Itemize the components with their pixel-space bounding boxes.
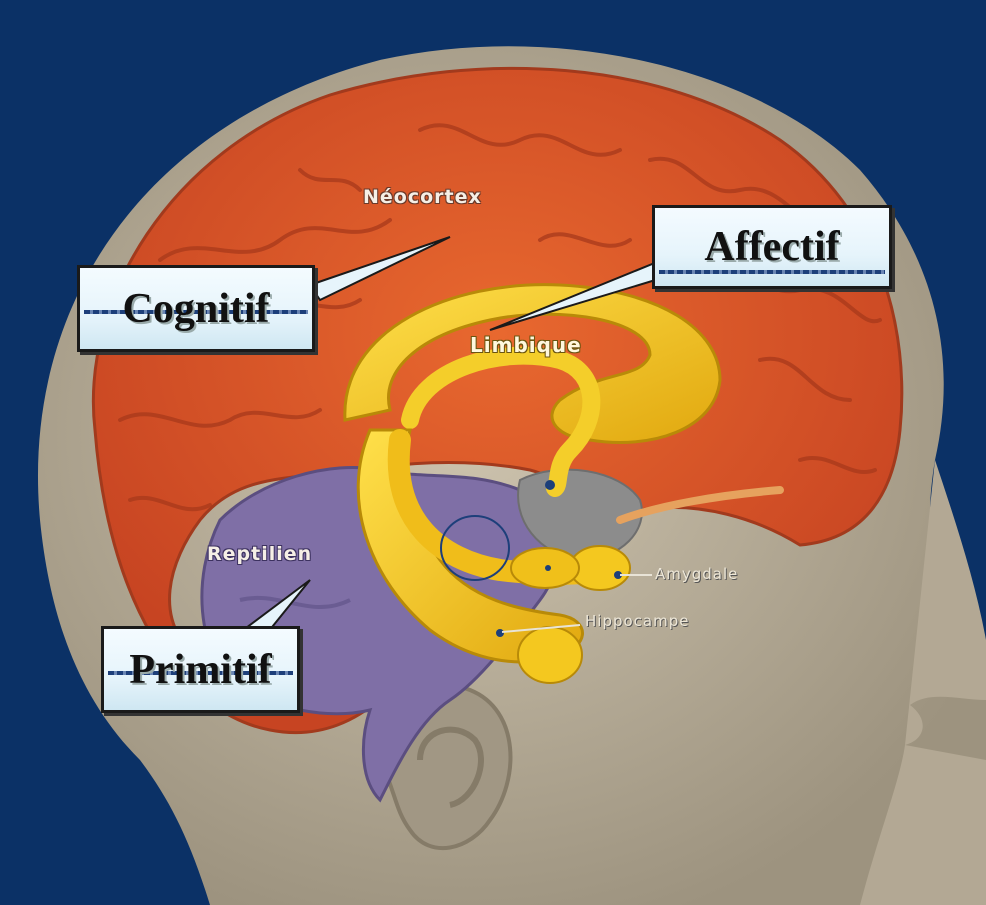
label-neocortex: Néocortex xyxy=(363,186,482,208)
label-hippocampe: Hippocampe xyxy=(585,612,689,630)
box-primitif: Primitif xyxy=(101,626,300,713)
box-affectif-label: Affectif xyxy=(704,223,839,271)
box-primitif-label: Primitif xyxy=(129,646,271,694)
box-cognitif: Cognitif xyxy=(77,265,315,352)
label-amygdale: Amygdale xyxy=(655,565,738,583)
box-cognitif-label: Cognitif xyxy=(123,285,270,333)
hippocampus-bulb xyxy=(518,627,582,683)
box-affectif: Affectif xyxy=(652,205,892,289)
label-reptilien: Reptilien xyxy=(207,543,312,565)
label-limbique: Limbique xyxy=(470,333,582,357)
